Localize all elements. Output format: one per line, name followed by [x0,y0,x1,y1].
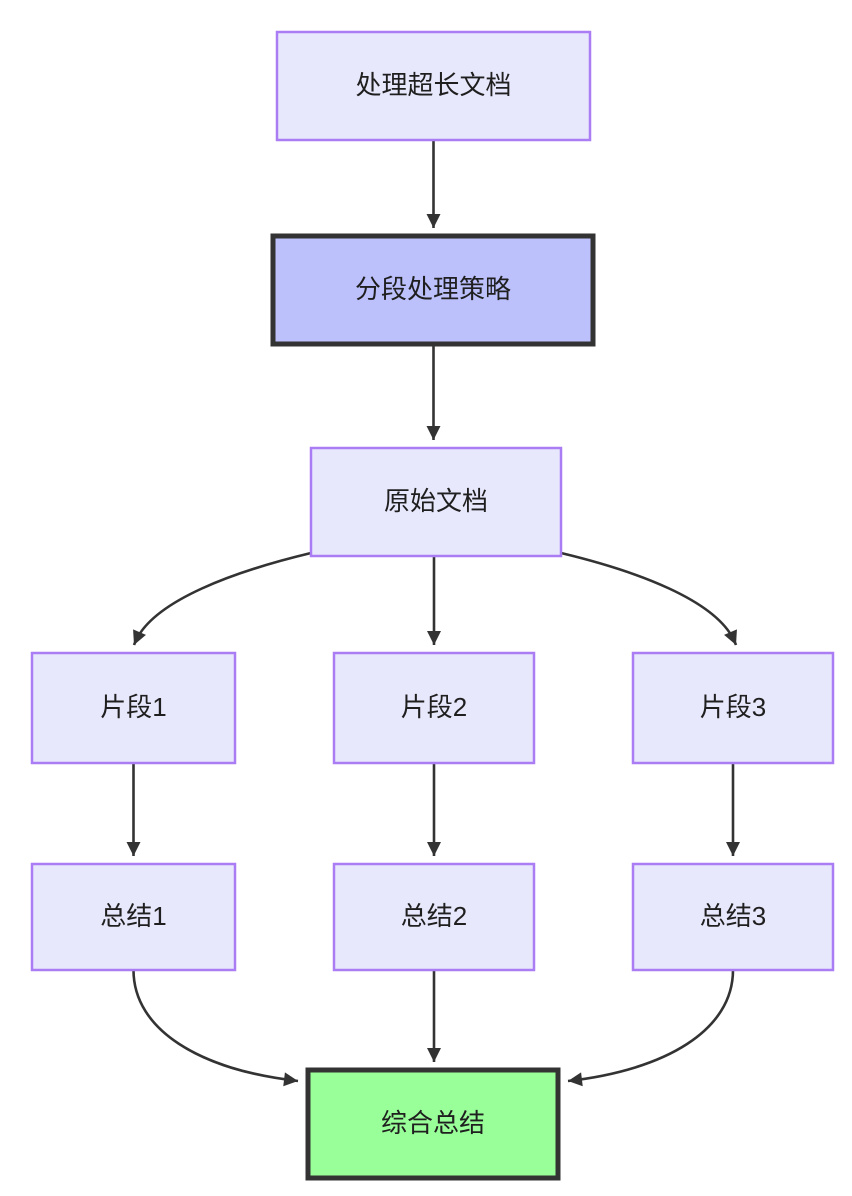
arrow-head-icon [427,631,441,645]
arrow-head-icon [427,842,441,856]
node-n2[interactable]: 分段处理策略 [270,233,596,347]
node-box[interactable] [30,651,237,765]
edge-n8-to-n10 [427,970,441,1062]
node-n9[interactable]: 总结3 [631,862,835,972]
arrow-head-icon [726,842,740,856]
edge-n2-to-n3 [426,344,441,440]
edge-line [132,551,312,646]
edge-line [132,969,299,1083]
edge-n4-to-n7 [126,763,141,856]
node-n5[interactable]: 片段2 [332,651,536,765]
node-box[interactable] [332,862,536,972]
node-box[interactable] [631,651,835,765]
node-box[interactable] [305,1067,561,1181]
arrow-head-icon [427,1048,441,1062]
arrow-head-icon [568,1072,583,1087]
edge-line [567,969,735,1083]
edge-n6-to-n9 [726,763,740,856]
arrow-head-icon [133,629,146,645]
node-box[interactable] [631,862,835,972]
node-n3[interactable]: 原始文档 [309,446,563,558]
node-n8[interactable]: 总结2 [332,862,536,972]
node-box[interactable] [332,651,536,765]
edge-n7-to-n10 [132,969,299,1087]
edge-n1-to-n2 [426,140,441,228]
node-box[interactable] [309,446,563,558]
node-n6[interactable]: 片段3 [631,651,835,765]
arrow-head-icon [126,842,141,856]
edge-n3-to-n6 [560,551,738,646]
edge-n5-to-n8 [427,763,441,856]
node-n7[interactable]: 总结1 [30,862,237,972]
node-n10[interactable]: 综合总结 [305,1067,561,1181]
node-box[interactable] [275,30,592,142]
arrow-head-icon [283,1072,298,1087]
edge-n9-to-n10 [567,969,735,1087]
node-n1[interactable]: 处理超长文档 [275,30,592,142]
node-box[interactable] [30,862,237,972]
edge-n3-to-n4 [132,551,312,646]
node-n4[interactable]: 片段1 [30,651,237,765]
arrow-head-icon [426,214,441,228]
arrow-head-icon [426,426,441,440]
arrow-head-icon [724,629,737,645]
edges-layer [126,140,740,1087]
node-box[interactable] [270,233,596,347]
edge-n3-to-n5 [427,556,441,645]
edge-line [560,551,738,646]
